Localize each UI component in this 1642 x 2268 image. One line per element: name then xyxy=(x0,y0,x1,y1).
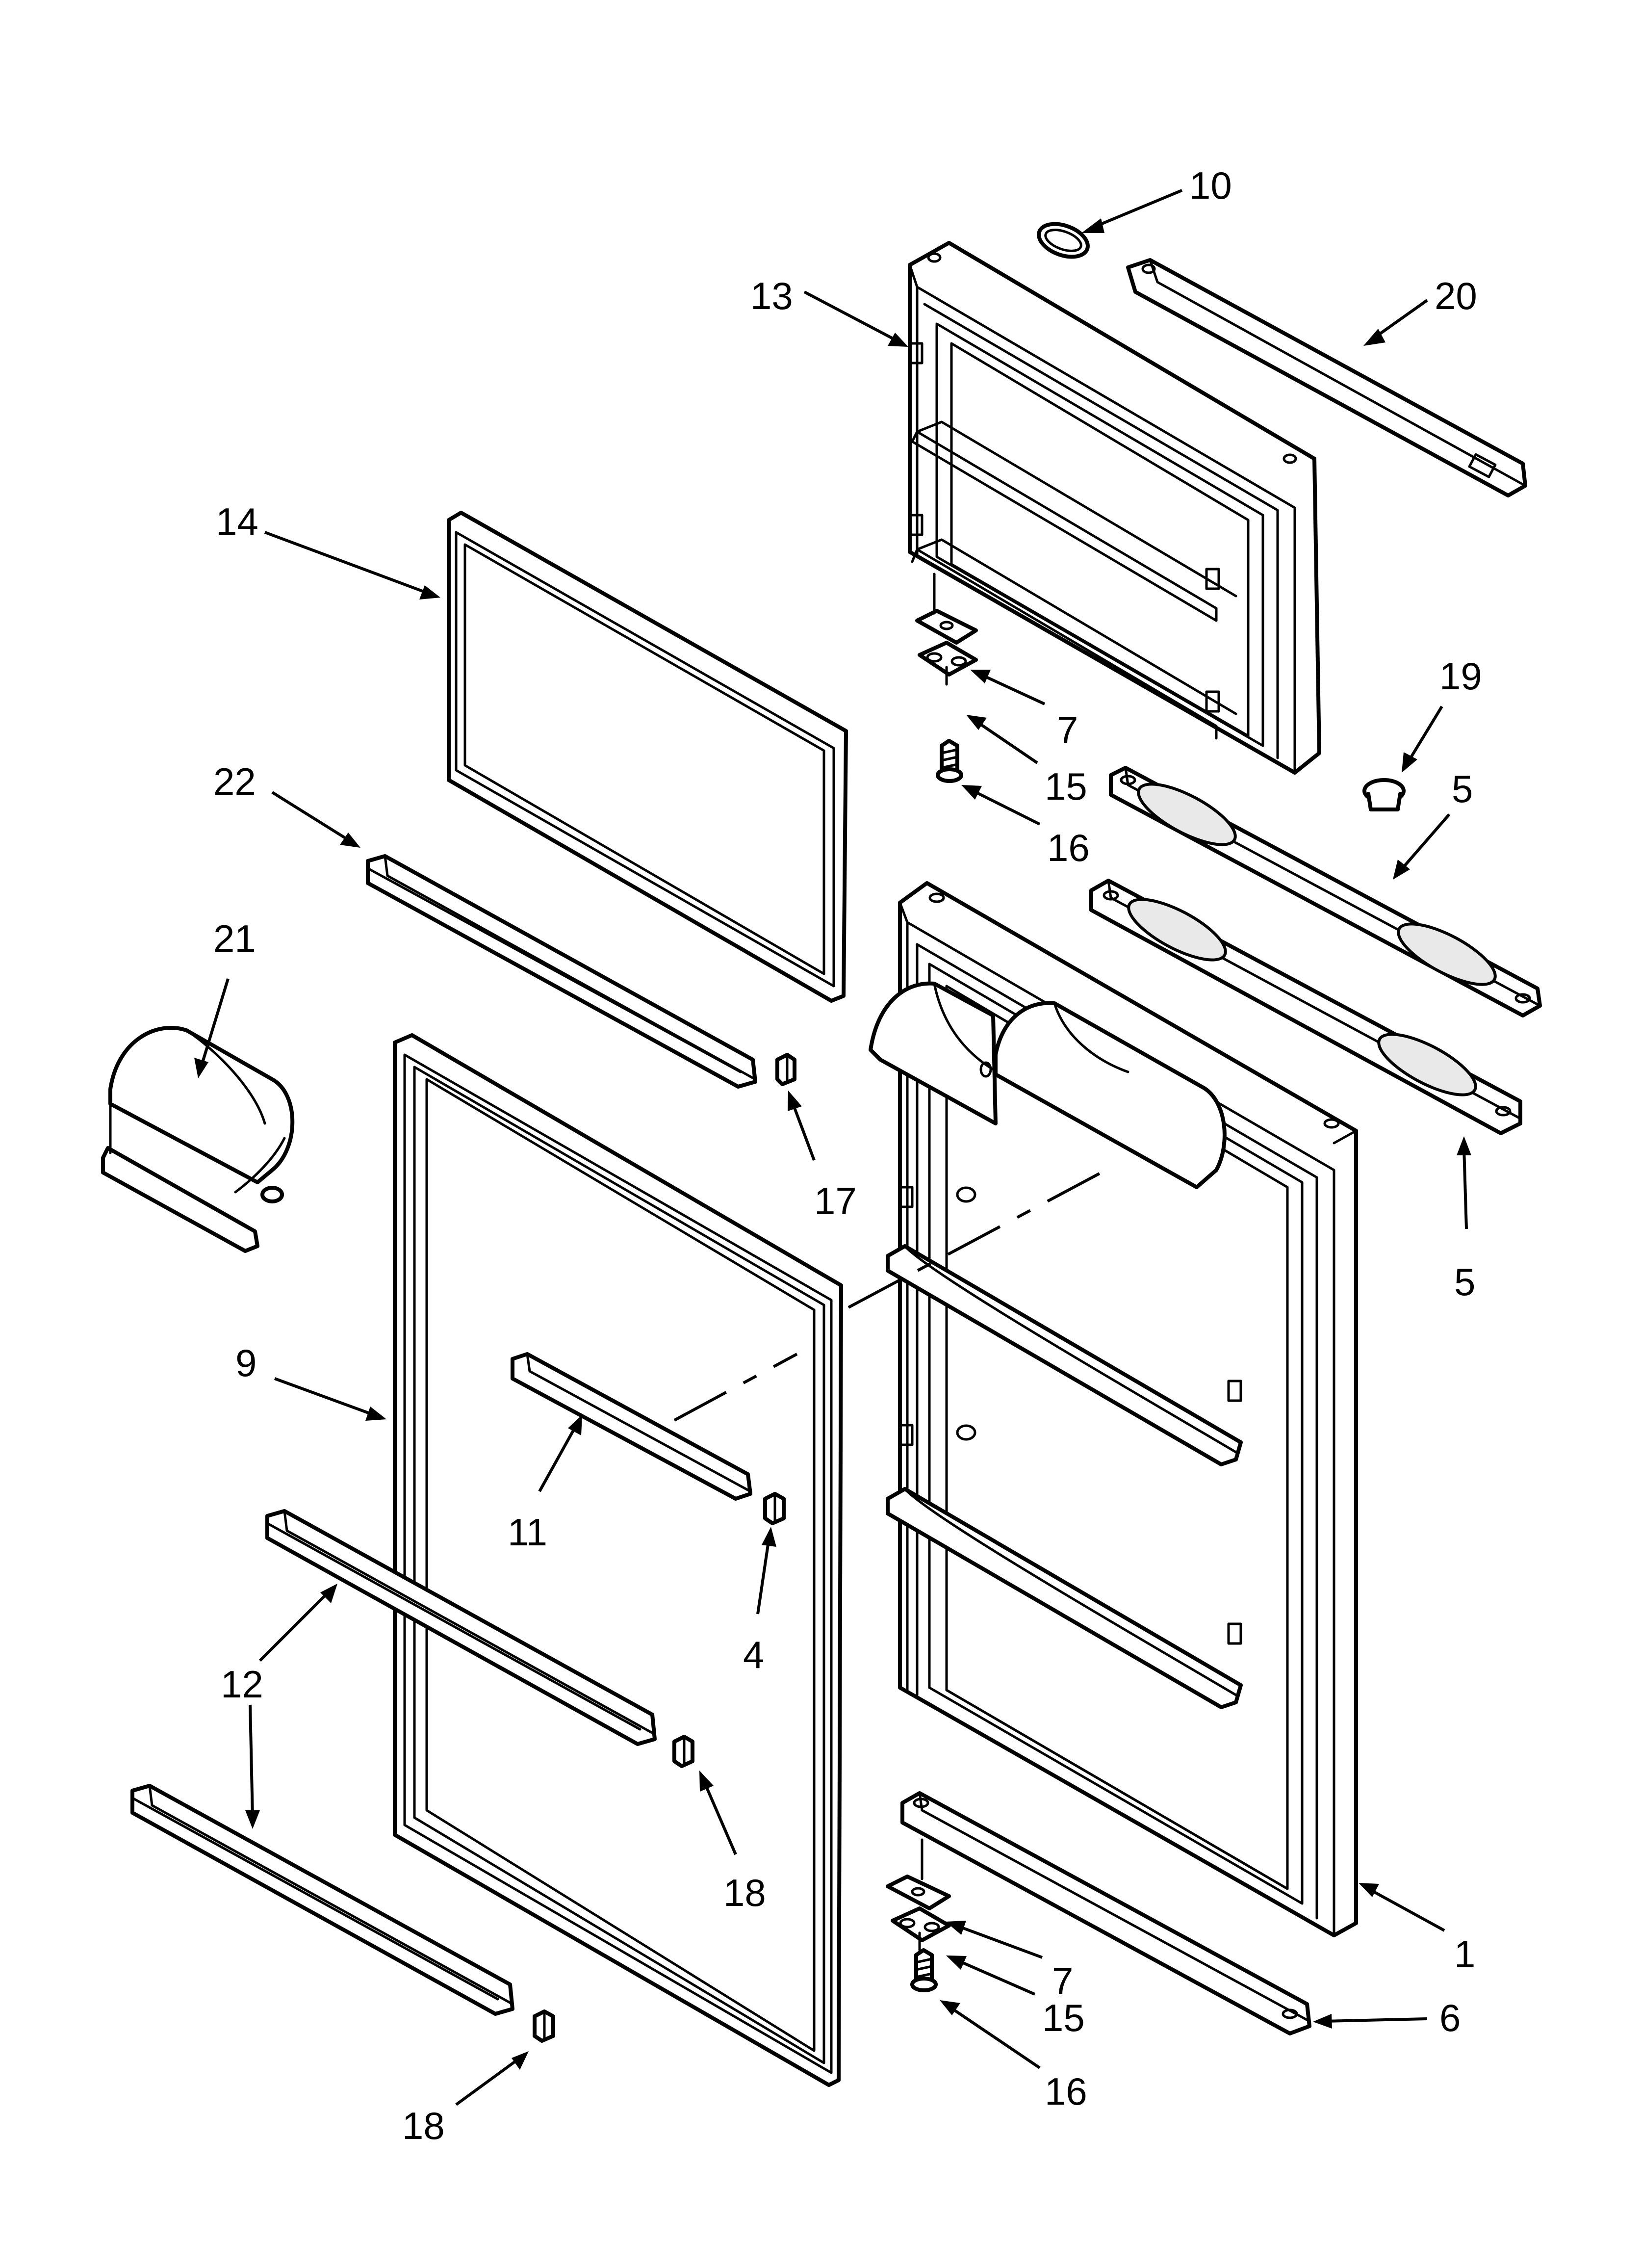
part-16-screw-upper xyxy=(936,739,963,783)
callout-22: 22 xyxy=(213,760,256,803)
callout-7-upper: 7 xyxy=(1057,708,1078,752)
callout-5-lower: 5 xyxy=(1454,1260,1475,1303)
part-12-breaker-strip-lower xyxy=(130,1784,514,2016)
callout-9: 9 xyxy=(235,1341,257,1384)
alignment-line-lower xyxy=(673,1353,798,1422)
callout-12: 12 xyxy=(221,1663,263,1706)
part-18-clip-lower xyxy=(533,2009,555,2043)
part-7-hinge-lower xyxy=(886,1838,951,1910)
part-4-clip xyxy=(763,1492,786,1525)
part-13-freezer-door xyxy=(908,241,1321,775)
part-15-hinge-pin-upper xyxy=(918,641,978,686)
callout-11: 11 xyxy=(508,1511,547,1554)
part-16-screw-lower xyxy=(910,1948,938,1992)
callout-6: 6 xyxy=(1439,1996,1461,2039)
part-11-breaker-strip xyxy=(511,1352,752,1501)
part-19-plug xyxy=(1362,778,1406,811)
part-9-fresh-food-gasket xyxy=(393,1033,843,2087)
callout-15-lower: 15 xyxy=(1042,1996,1085,2039)
alignment-line-upper xyxy=(847,1169,1107,1309)
callout-1: 1 xyxy=(1454,1932,1475,1976)
callout-7-lower: 7 xyxy=(1052,1959,1073,2003)
callout-5-upper: 5 xyxy=(1452,767,1473,810)
part-10-cap xyxy=(1037,222,1090,259)
part-1-fresh-food-door xyxy=(869,881,1358,1937)
callout-18-upper: 18 xyxy=(723,1871,766,1914)
part-5-handle-lower xyxy=(1089,879,1522,1135)
callout-16-upper: 16 xyxy=(1047,826,1090,869)
callout-14: 14 xyxy=(216,500,258,543)
part-22-breaker-strip xyxy=(366,854,757,1089)
part-6-bottom-trim xyxy=(900,1791,1311,2035)
callout-21: 21 xyxy=(213,917,256,960)
leader-lines xyxy=(194,189,1471,2106)
part-7-hinge-upper xyxy=(915,573,978,645)
callout-18-lower: 18 xyxy=(402,2104,445,2147)
part-20-handle-trim xyxy=(1126,258,1527,497)
part-15-hinge-pin-lower xyxy=(891,1906,951,1952)
callout-13: 13 xyxy=(750,274,793,317)
callout-4: 4 xyxy=(743,1633,764,1676)
callout-17: 17 xyxy=(814,1179,857,1223)
part-14-freezer-gasket xyxy=(447,511,848,1003)
callout-16-lower: 16 xyxy=(1045,2070,1087,2113)
callout-19: 19 xyxy=(1439,654,1482,698)
part-5-handle-upper xyxy=(1109,766,1542,1017)
callout-10: 10 xyxy=(1189,164,1232,207)
callout-15-upper: 15 xyxy=(1045,765,1087,808)
part-12-breaker-strip-upper xyxy=(265,1509,657,1746)
part-21-cover xyxy=(101,1026,295,1253)
part-17-clip xyxy=(775,1053,796,1086)
callout-20: 20 xyxy=(1435,274,1477,317)
part-18-clip-upper xyxy=(672,1735,694,1768)
